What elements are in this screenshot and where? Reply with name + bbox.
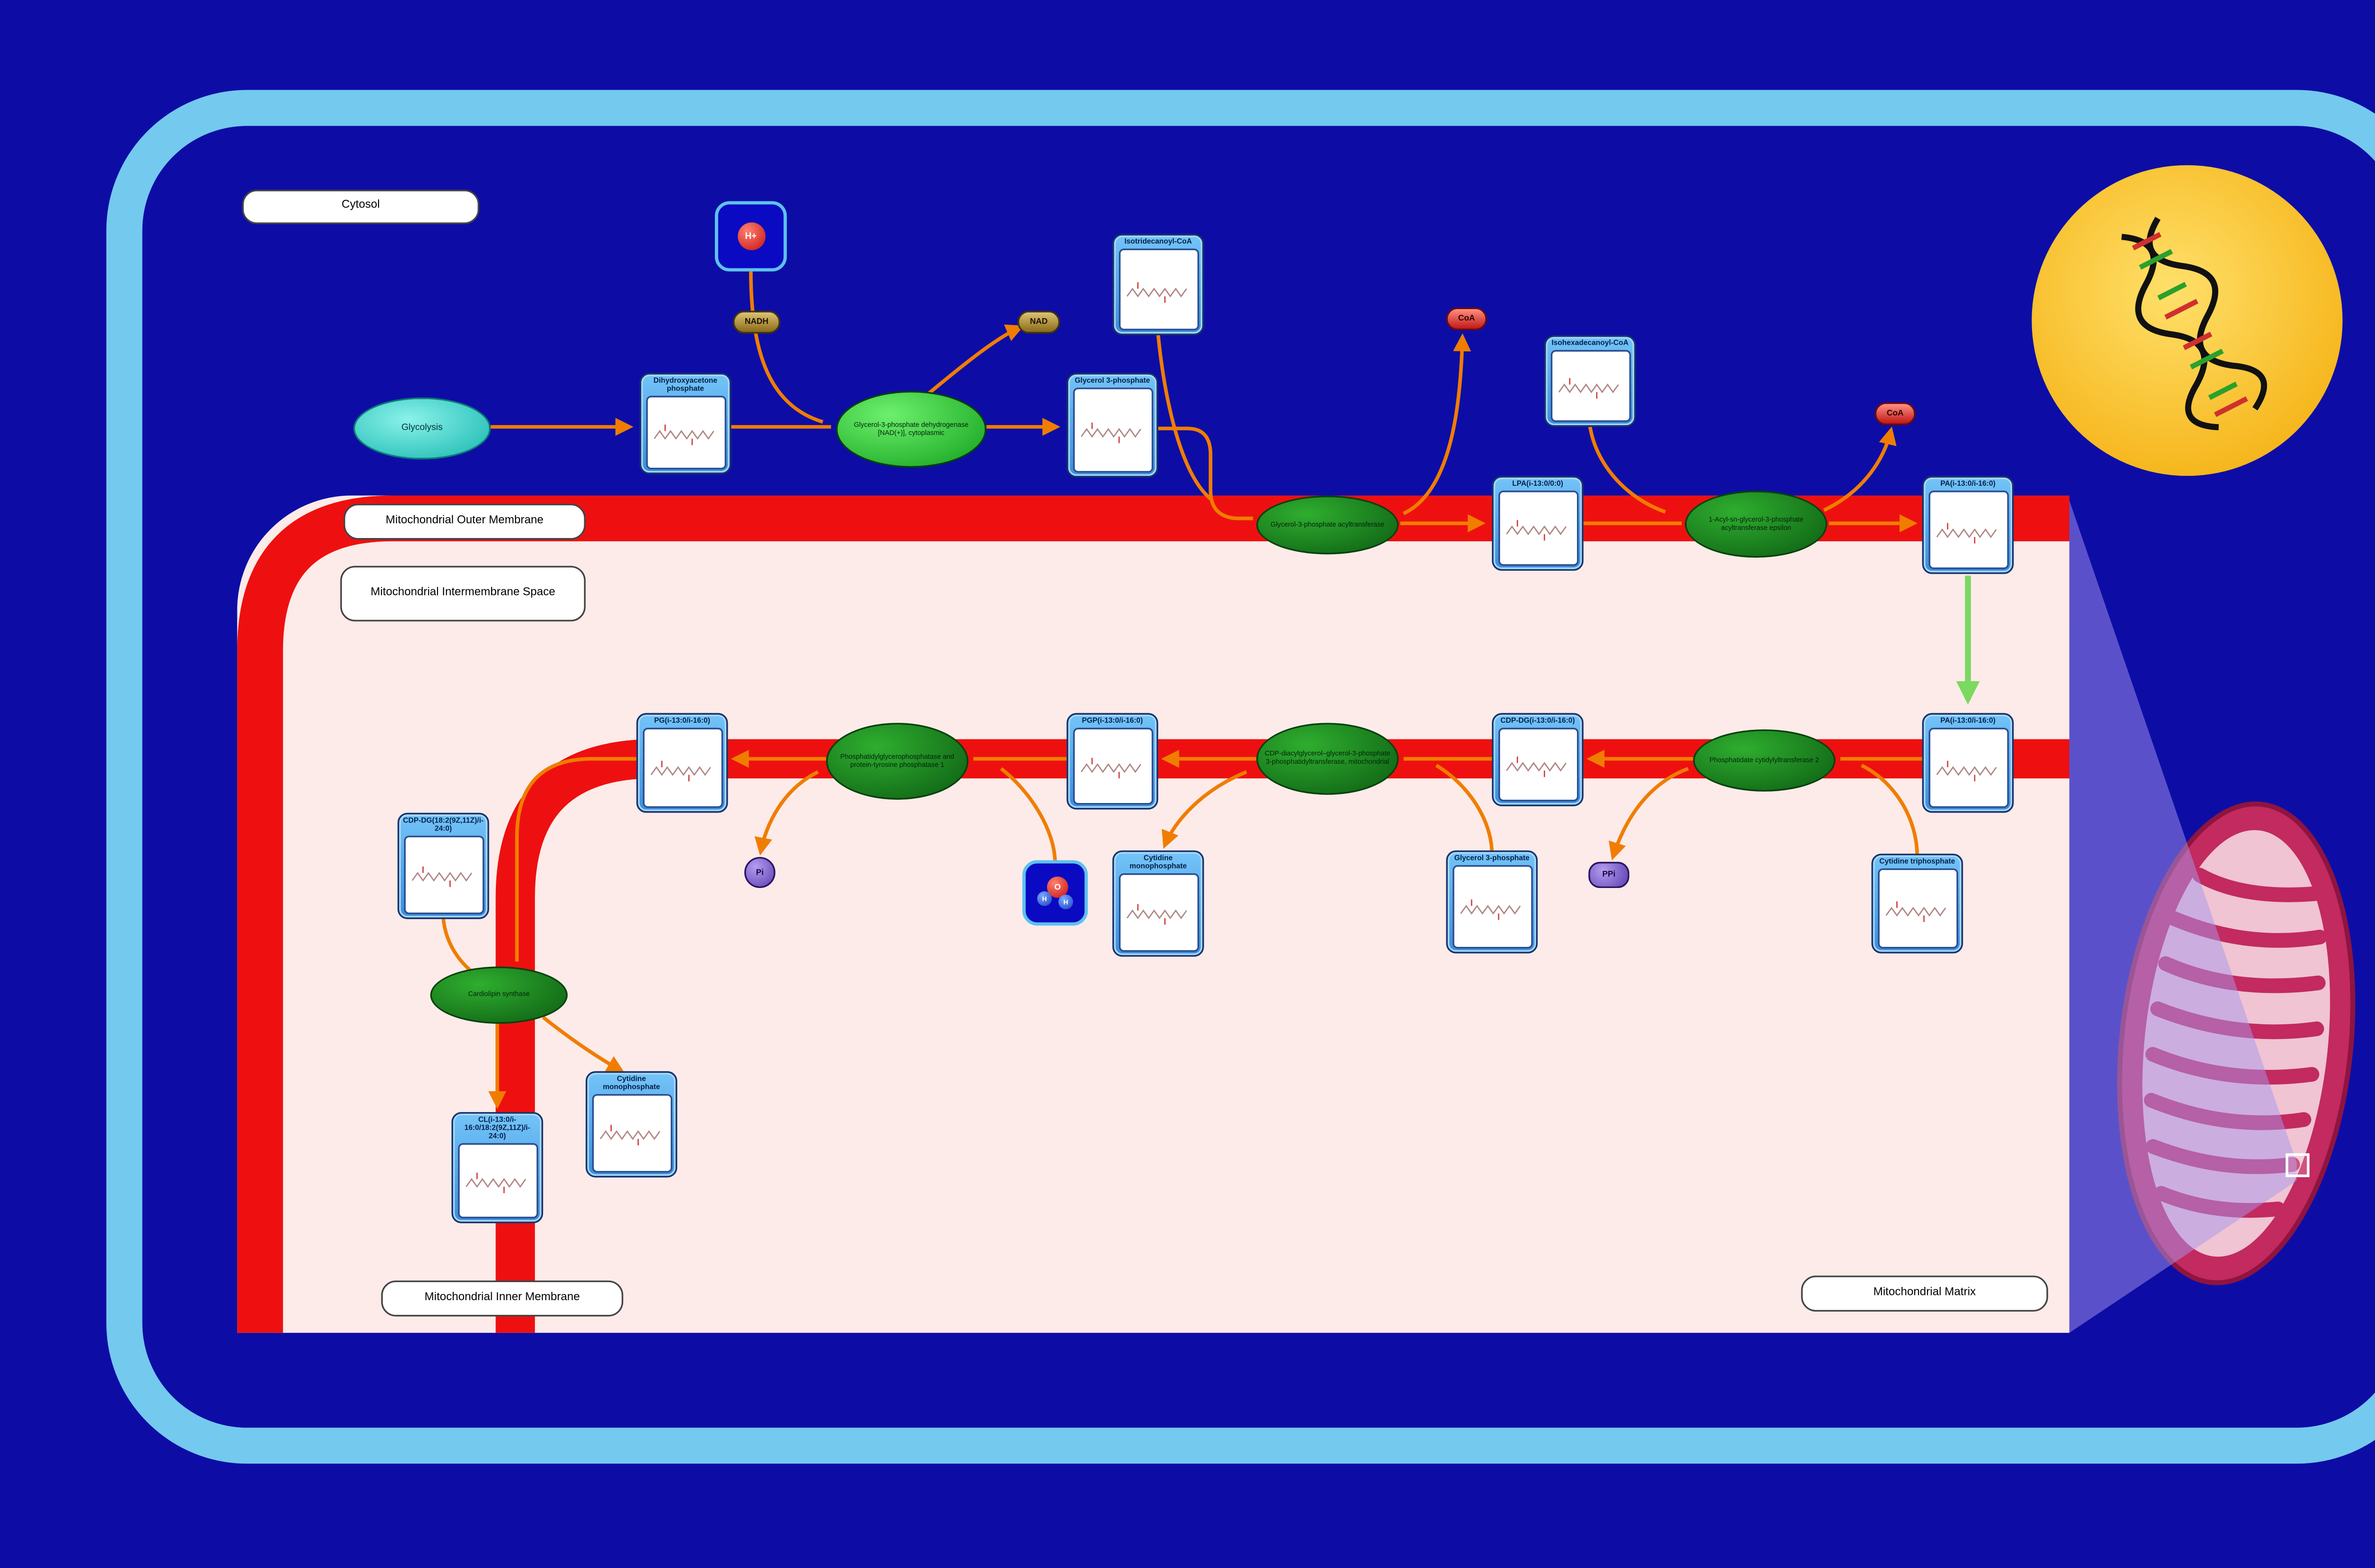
entity-cdp-dg[interactable]: CDP-DG(i-13:0/i-16:0)	[1492, 713, 1584, 806]
reaction-arrows	[441, 271, 1922, 1109]
enzyme-label: 1-Acyl-sn-glycerol-3-phosphate acyltrans…	[1709, 515, 1804, 531]
cytosol-label: Cytosol	[242, 189, 480, 224]
pi-label: Pi	[756, 867, 764, 878]
entity-cardiolipin[interactable]: CL(i-13:0/i-16:0/18:2(9Z,11Z)/i-24:0)	[451, 1112, 543, 1224]
molecule-nadh[interactable]: NADH	[732, 311, 780, 334]
enzyme-label: Phosphatidylglycerophosphatase and prote…	[840, 752, 954, 768]
intermembrane-space-label-text: Mitochondrial Intermembrane Space	[370, 587, 555, 599]
entity-label: Glycerol 3-phosphate	[1454, 853, 1530, 862]
matrix-label-text: Mitochondrial Matrix	[1873, 1287, 1976, 1299]
structure-thumbnail	[1118, 248, 1198, 331]
zoom-wedge	[2069, 500, 2297, 1333]
entity-isotridecanoyl-coa[interactable]: Isotridecanoyl-CoA	[1112, 234, 1204, 335]
entity-glycerol-3-phosphate-matrix[interactable]: Glycerol 3-phosphate	[1446, 850, 1538, 954]
enzyme-label: CDP-diacylglycerol–glycerol-3-phosphate …	[1264, 749, 1390, 765]
molecule-coa-1[interactable]: CoA	[1446, 307, 1487, 331]
structure-thumbnail	[1072, 727, 1153, 805]
pathway-glycolysis[interactable]: Glycolysis	[353, 397, 491, 460]
structure-thumbnail	[403, 835, 484, 915]
molecule-coa-2[interactable]: CoA	[1874, 402, 1916, 425]
entity-pgp[interactable]: PGP(i-13:0/i-16:0)	[1066, 713, 1159, 810]
matrix-label: Mitochondrial Matrix	[1801, 1275, 2048, 1312]
entity-label: CDP-DG(i-13:0/i-16:0)	[1500, 716, 1575, 725]
hydrogen-atom: H	[1058, 894, 1074, 909]
entity-label: PGP(i-13:0/i-16:0)	[1082, 716, 1143, 725]
inner-membrane-band	[495, 739, 2070, 1333]
glycolysis-label: Glycolysis	[401, 423, 443, 434]
proton-circle: H+	[737, 222, 765, 250]
structure-thumbnail	[1118, 873, 1198, 952]
outer-membrane-label: Mitochondrial Outer Membrane	[343, 503, 586, 540]
entity-label: Cytidine triphosphate	[1879, 857, 1955, 865]
dna-icon	[2121, 217, 2267, 431]
entity-dhap[interactable]: Dihydroxyacetone phosphate	[639, 373, 732, 474]
enzyme-gpat[interactable]: Glycerol-3-phosphate acyltransferase	[1256, 495, 1399, 555]
enzyme-pgs1[interactable]: CDP-diacylglycerol–glycerol-3-phosphate …	[1256, 723, 1399, 795]
entity-label: Cytidine monophosphate	[1130, 853, 1187, 870]
intermembrane-space-label: Mitochondrial Intermembrane Space	[340, 566, 586, 622]
nad-label: NAD	[1030, 317, 1048, 327]
entity-label: CDP-DG(18:2(9Z,11Z)/i-24:0)	[403, 816, 484, 832]
entity-pg[interactable]: PG(i-13:0/i-16:0)	[636, 713, 728, 813]
inner-membrane-label: Mitochondrial Inner Membrane	[381, 1280, 624, 1317]
entity-lpa[interactable]: LPA(i-13:0/0:0)	[1492, 476, 1584, 571]
entity-cdp-dg-2[interactable]: CDP-DG(18:2(9Z,11Z)/i-24:0)	[397, 812, 489, 919]
structure-thumbnail	[1928, 727, 2008, 808]
enzyme-gpd1[interactable]: Glycerol-3-phosphate dehydrogenase [NAD(…	[836, 391, 987, 468]
entity-isohexadecanoyl-coa[interactable]: Isohexadecanoyl-CoA	[1544, 335, 1636, 427]
structure-thumbnail	[642, 727, 722, 808]
entity-label: CL(i-13:0/i-16:0/18:2(9Z,11Z)/i-24:0)	[464, 1115, 531, 1140]
entity-label: Isohexadecanoyl-CoA	[1551, 338, 1629, 347]
coa-label: CoA	[1887, 408, 1904, 419]
proton-label: H+	[745, 231, 757, 241]
enzyme-cardiolipin-synthase[interactable]: Cardiolipin synthase	[430, 966, 568, 1024]
entity-label: PA(i-13:0/i-16:0)	[1940, 479, 1996, 488]
enzyme-ptpmt1[interactable]: Phosphatidylglycerophosphatase and prote…	[826, 723, 969, 800]
enzyme-label: Cardiolipin synthase	[468, 990, 530, 998]
structure-thumbnail	[1928, 490, 2008, 569]
enzyme-agpat-epsilon[interactable]: 1-Acyl-sn-glycerol-3-phosphate acyltrans…	[1685, 491, 1827, 558]
entity-label: Cytidine monophosphate	[603, 1074, 660, 1091]
entity-cmp-1[interactable]: Cytidine monophosphate	[1112, 850, 1204, 957]
proton-icon[interactable]: H+	[714, 201, 787, 272]
entity-label: Glycerol 3-phosphate	[1074, 376, 1150, 385]
entity-glycerol-3-phosphate-cytosol[interactable]: Glycerol 3-phosphate	[1066, 373, 1159, 478]
inner-membrane-label-text: Mitochondrial Inner Membrane	[424, 1292, 580, 1304]
hydrogen-atom: H	[1037, 891, 1052, 906]
structure-thumbnail	[1550, 349, 1630, 422]
structure-thumbnail	[1877, 868, 1957, 949]
water-icon[interactable]: O H H	[1022, 860, 1088, 926]
entity-pa-outer-membrane[interactable]: PA(i-13:0/i-16:0)	[1922, 476, 2014, 574]
structure-thumbnail	[1452, 865, 1532, 949]
entity-label: PG(i-13:0/i-16:0)	[654, 716, 711, 725]
structure-thumbnail	[1072, 387, 1153, 473]
nucleus	[2032, 165, 2343, 476]
entity-label: Isotridecanoyl-CoA	[1124, 237, 1192, 246]
coa-label: CoA	[1458, 314, 1475, 324]
structure-thumbnail	[645, 395, 726, 470]
nadh-label: NADH	[744, 317, 769, 327]
structure-thumbnail	[1497, 727, 1578, 802]
enzyme-label: Glycerol-3-phosphate dehydrogenase [NAD(…	[854, 420, 969, 436]
entity-cmp-2[interactable]: Cytidine monophosphate	[585, 1071, 677, 1178]
entity-label: PA(i-13:0/i-16:0)	[1940, 716, 1996, 725]
water-molecule: O H H	[1034, 873, 1077, 913]
enzyme-label: Glycerol-3-phosphate acyltransferase	[1270, 519, 1385, 528]
molecule-nad[interactable]: NAD	[1017, 311, 1060, 334]
entity-pa-inner-membrane[interactable]: PA(i-13:0/i-16:0)	[1922, 713, 2014, 813]
enzyme-cds2[interactable]: Phosphatidate cytidylyltransferase 2	[1693, 729, 1836, 792]
enzyme-label: Phosphatidate cytidylyltransferase 2	[1709, 755, 1819, 764]
zoom-target-square	[2285, 1153, 2310, 1177]
molecule-ppi[interactable]: PPi	[1588, 861, 1630, 888]
molecule-pi[interactable]: Pi	[744, 857, 776, 888]
structure-thumbnail	[1497, 490, 1578, 566]
entity-label: LPA(i-13:0/0:0)	[1512, 479, 1563, 488]
cytosol-label-text: Cytosol	[342, 200, 380, 212]
structure-thumbnail	[457, 1143, 538, 1219]
ppi-label: PPi	[1602, 870, 1615, 880]
entity-ctp[interactable]: Cytidine triphosphate	[1871, 853, 1963, 954]
structure-thumbnail	[591, 1094, 672, 1173]
entity-label: Dihydroxyacetone phosphate	[653, 376, 718, 393]
outer-membrane-label-text: Mitochondrial Outer Membrane	[385, 515, 544, 527]
